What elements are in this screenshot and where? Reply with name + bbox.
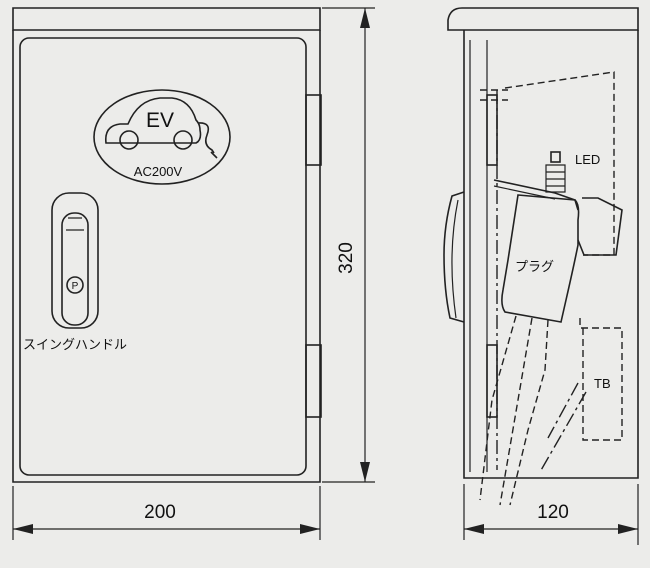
logo-oval: [93, 89, 231, 185]
side-handle-lever: [451, 199, 459, 319]
side-view: LED プラグ TB 120: [443, 7, 639, 545]
width-dimension: 200: [12, 486, 321, 540]
height-value: 320: [336, 242, 357, 274]
upper-mount-lines: [480, 89, 508, 101]
logo-voltage-text: AC200V: [134, 164, 183, 179]
side-upper-hinge: [486, 94, 498, 166]
handle-grip: [66, 217, 84, 231]
terminal-block: [579, 318, 623, 441]
height-arrow-top: [360, 8, 370, 28]
handle-label: スイングハンドル: [23, 337, 127, 352]
led-indicator: [545, 151, 566, 193]
front-roof: [12, 7, 321, 31]
swing-handle[interactable]: P: [51, 192, 99, 329]
rear-wheel-icon: [173, 130, 193, 150]
width-arrow-right: [300, 524, 320, 534]
plug-label: プラグ: [515, 259, 554, 274]
handle-base: [51, 192, 99, 329]
handle-lever: [61, 212, 89, 326]
plug-ledge: [577, 197, 623, 256]
car-icon: [104, 97, 202, 144]
front-wheel-icon: [119, 130, 139, 150]
led-label: LED: [575, 152, 600, 167]
key-lock-mark: P: [72, 281, 79, 292]
key-lock-icon: [66, 276, 84, 294]
lower-hinge: [305, 344, 322, 418]
side-cabinet-body: [463, 30, 639, 479]
cable-plug-icon: [210, 151, 218, 159]
front-cabinet-body: [12, 30, 321, 483]
logo-ev-text: EV: [146, 109, 174, 132]
height-dimension: 320: [322, 7, 375, 483]
plug-mount-plate: [493, 179, 579, 211]
width-value: 200: [144, 502, 176, 523]
ev-logo: EV AC200V: [93, 89, 231, 185]
front-door-panel: [19, 37, 307, 476]
height-arrow-bottom: [360, 462, 370, 482]
terminal-lines: [539, 382, 587, 473]
depth-arrow-right: [618, 524, 638, 534]
plug-body: [501, 194, 580, 323]
side-lower-hinge: [486, 344, 498, 418]
side-handle-profile: [443, 191, 465, 323]
cable-hidden-lines: [479, 315, 549, 506]
depth-arrow-left: [464, 524, 484, 534]
depth-dimension: 120: [463, 484, 639, 545]
front-view: EV AC200V P スイングハンドル 200 3: [12, 7, 375, 540]
upper-hinge: [305, 94, 322, 166]
side-roof: [447, 7, 639, 31]
charging-cable-icon: [197, 122, 215, 154]
depth-value: 120: [537, 502, 569, 523]
terminal-block-label: TB: [594, 376, 611, 391]
width-arrow-left: [13, 524, 33, 534]
